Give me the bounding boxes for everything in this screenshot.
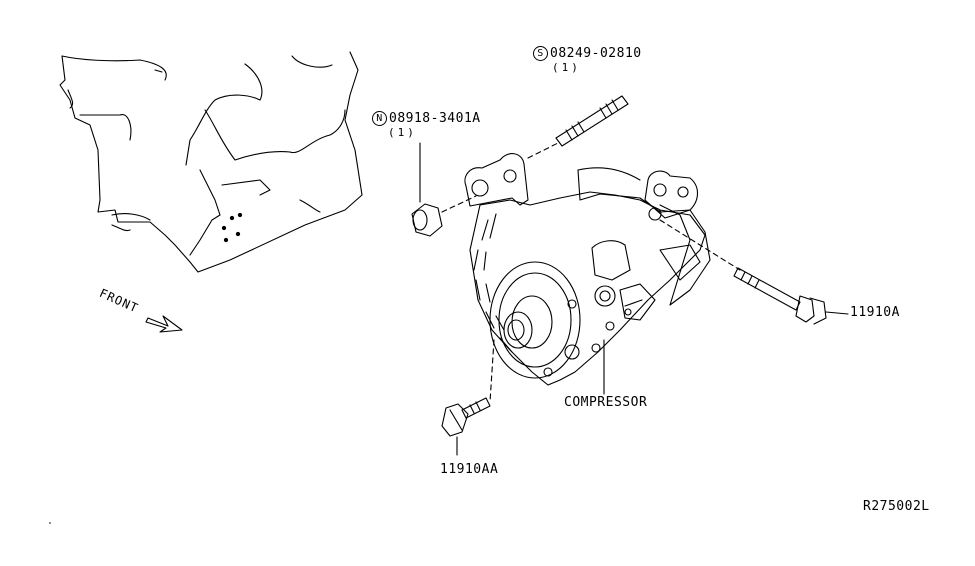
stud-symbol: S — [533, 46, 548, 61]
bolt-right-shape — [733, 267, 849, 325]
front-arrow — [145, 315, 183, 333]
stud-part-number: 08249-02810 — [550, 46, 642, 61]
nut-quantity: (1) — [388, 126, 417, 139]
stud-shape — [555, 95, 629, 147]
nut-symbol: N — [372, 111, 387, 126]
diagram-code: R275002L — [863, 499, 930, 514]
leader-lines — [419, 142, 605, 395]
guide-lines — [441, 141, 741, 403]
nut-part-number: 08918-3401A — [389, 111, 481, 126]
bolt-bottom-shape — [441, 397, 491, 456]
bolt-bottom-part-number: 11910AA — [440, 462, 499, 477]
nut-shape — [411, 203, 443, 237]
compressor-label: COMPRESSOR — [564, 395, 648, 410]
engine-block — [59, 51, 363, 273]
bolt-right-part-number: 11910A — [850, 305, 900, 320]
compressor-shape — [464, 153, 711, 386]
stud-quantity: (1) — [552, 61, 581, 74]
